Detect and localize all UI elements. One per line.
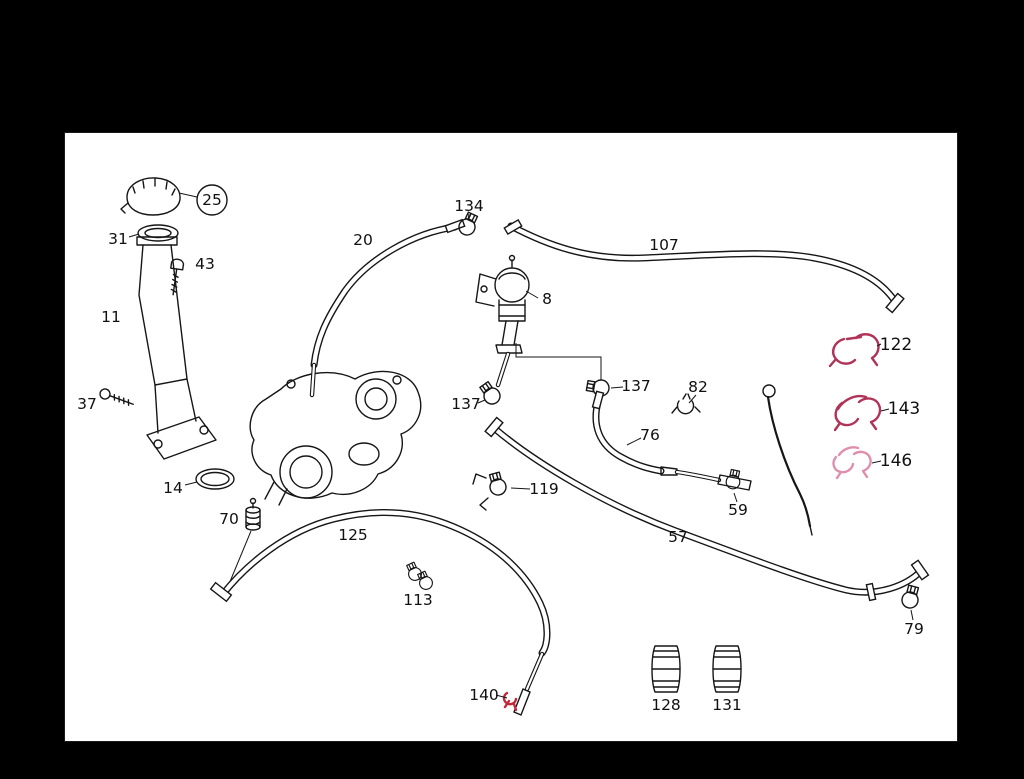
- part-label-59: 59: [728, 501, 748, 519]
- part-label-43: 43: [195, 255, 215, 273]
- part-label-37: 37: [77, 395, 97, 413]
- pipe-140: [495, 688, 531, 716]
- part-label-113: 113: [403, 591, 433, 609]
- hose-clamp-137-left: [476, 379, 504, 408]
- hose-clamp-79: [899, 583, 923, 621]
- diagram-canvas: 25 31 43 11 37 14 70 20 134 8 107 137 13…: [64, 132, 958, 742]
- part-label-122: 122: [880, 335, 912, 355]
- hose-clamp-134: [455, 210, 481, 239]
- part-label-79: 79: [904, 620, 924, 638]
- red-clip-140: [502, 691, 518, 712]
- part-label-31: 31: [108, 230, 128, 248]
- valve-8: [475, 254, 602, 386]
- part-label-143: 143: [888, 399, 920, 419]
- connector-59: [717, 468, 752, 503]
- part-label-107: 107: [649, 236, 679, 254]
- hose-57: [484, 416, 930, 602]
- dipstick-rod: [762, 384, 813, 536]
- part-label-76: 76: [640, 426, 660, 444]
- retaining-clip-143: [833, 395, 890, 432]
- clip-82: [671, 393, 701, 415]
- plug-70: [228, 497, 261, 585]
- hose-20: [312, 218, 466, 395]
- hose-76: [591, 390, 719, 480]
- part-label-82: 82: [688, 378, 708, 396]
- part-label-128: 128: [651, 696, 681, 714]
- part-label-11: 11: [101, 308, 121, 326]
- part-label-25: 25: [202, 191, 222, 209]
- part-label-146: 146: [880, 451, 912, 471]
- o-ring-14: [184, 468, 235, 490]
- part-label-8: 8: [542, 290, 552, 308]
- part-label-20: 20: [353, 231, 373, 249]
- clamp-bracket-119: [472, 470, 531, 511]
- part-label-57: 57: [668, 528, 688, 546]
- part-label-125: 125: [338, 526, 368, 544]
- filler-neck-11: [136, 236, 217, 460]
- rubber-sleeve-128: [651, 645, 681, 693]
- thermostat-housing: [249, 370, 422, 506]
- hose-107: [503, 219, 905, 314]
- retaining-clip-122: [828, 333, 882, 368]
- part-label-134: 134: [454, 197, 484, 215]
- part-label-140: 140: [469, 686, 499, 704]
- filler-cap: [120, 177, 181, 216]
- bolt-37: [99, 388, 134, 406]
- hose-clamp-137-right: [585, 376, 624, 398]
- part-label-14: 14: [163, 479, 183, 497]
- rubber-sleeve-131: [712, 645, 742, 693]
- part-label-137-left: 137: [451, 395, 481, 413]
- hose-clamps-113: [403, 560, 436, 593]
- hose-125: [209, 512, 547, 689]
- part-label-131: 131: [712, 696, 742, 714]
- part-label-137-right: 137: [621, 377, 651, 395]
- retaining-clip-146: [832, 446, 882, 480]
- part-label-119: 119: [529, 480, 559, 498]
- bolt-43: [170, 258, 185, 296]
- part-label-70: 70: [219, 510, 239, 528]
- callout-circle-25: [178, 184, 228, 216]
- parts-diagram: 25 31 43 11 37 14 70 20 134 8 107 137 13…: [77, 177, 930, 716]
